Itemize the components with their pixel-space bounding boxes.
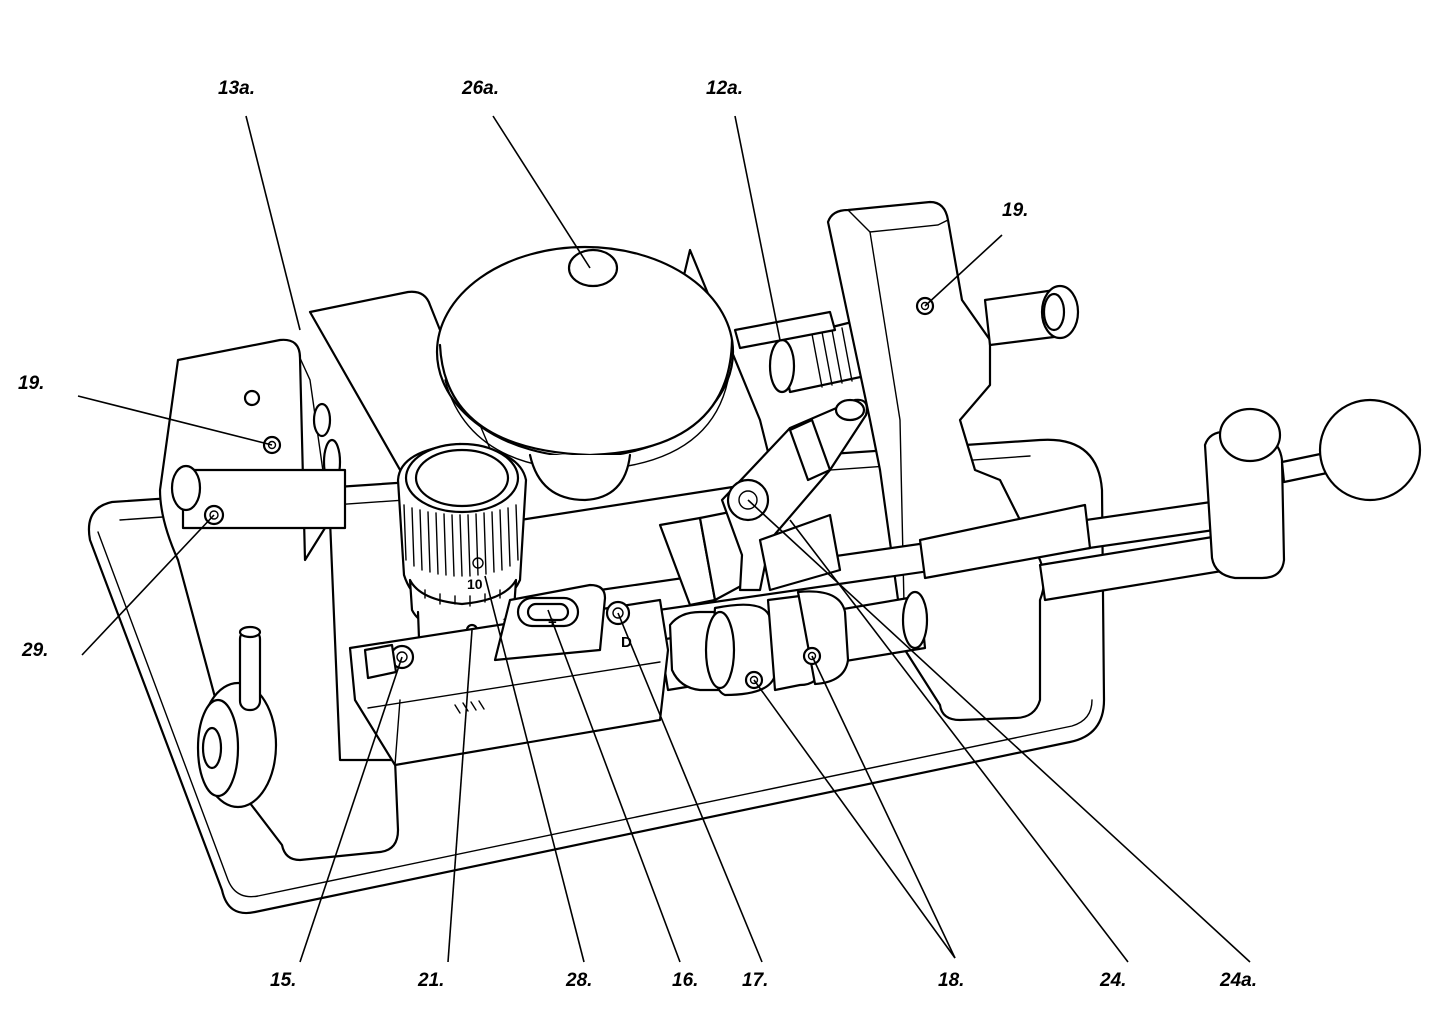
top-disc	[435, 245, 735, 502]
leader-13a	[245, 115, 301, 331]
callout-24a: 24a.	[1219, 970, 1257, 991]
callout-21: 21.	[417, 970, 444, 991]
leader-21	[447, 629, 473, 963]
callout-labels: 13a. 26a. 12a. 19. 19. 29. 15. 21. 28. 1…	[18, 78, 1257, 991]
shaft-coupling	[668, 590, 850, 697]
callout-12a: 12a.	[706, 78, 743, 99]
leader-26a	[492, 115, 591, 269]
callout-13a: 13a.	[218, 78, 255, 99]
dial-scale-label: 10	[467, 576, 483, 592]
callout-26a: 26a.	[461, 78, 499, 99]
leader-17	[617, 612, 763, 963]
left-shaft	[170, 464, 347, 530]
callout-15: 15.	[270, 970, 296, 991]
leader-15	[299, 656, 403, 963]
leader-16	[547, 609, 681, 963]
leader-24	[789, 519, 1129, 963]
leader-18a	[753, 679, 956, 959]
callout-24: 24.	[1099, 970, 1126, 991]
locking-wheel	[196, 625, 278, 809]
leader-24a	[747, 499, 1251, 963]
leader-lines	[77, 115, 1251, 963]
leader-18b	[811, 655, 956, 959]
minus-marking: D	[621, 634, 632, 651]
right-knob	[983, 284, 1080, 347]
callout-16: 16.	[672, 970, 698, 991]
callout-19-left: 19.	[18, 373, 44, 394]
callout-18: 18.	[938, 970, 964, 991]
lever-arm	[720, 398, 868, 592]
callout-19-top: 19.	[1002, 200, 1028, 221]
callout-28: 28.	[565, 970, 592, 991]
callout-29: 29.	[21, 640, 48, 661]
leader-19-top	[924, 234, 1003, 307]
carriage: + D	[348, 583, 670, 767]
callout-17: 17.	[742, 970, 768, 991]
leader-29	[81, 514, 215, 656]
handle-ball	[1203, 398, 1422, 580]
leader-12a	[734, 115, 781, 341]
leader-28	[484, 575, 585, 963]
leader-19-left	[77, 395, 273, 446]
